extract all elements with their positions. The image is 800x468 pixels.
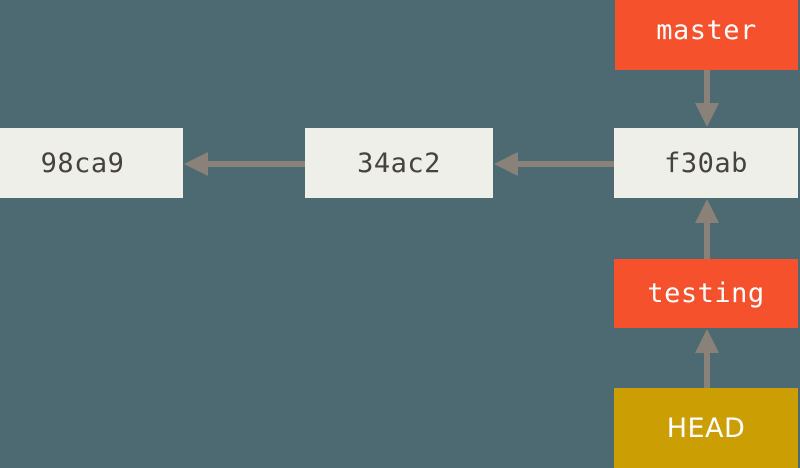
arrow-f30ab-to-34ac2 — [494, 152, 615, 176]
branch-label-testing: testing — [647, 278, 765, 309]
branch-node-master[interactable]: master — [615, 0, 798, 70]
commit-label-f30ab: f30ab — [664, 147, 748, 179]
commit-label-34ac2: 34ac2 — [357, 147, 441, 179]
head-pointer-node[interactable]: HEAD — [614, 388, 798, 468]
commit-node-98ca9[interactable]: 98ca9 — [0, 128, 183, 198]
commit-label-98ca9: 98ca9 — [40, 147, 125, 179]
arrow-master-to-f30ab — [695, 70, 719, 127]
branch-label-master: master — [656, 14, 757, 46]
head-pointer-label: HEAD — [666, 412, 746, 444]
branch-node-testing[interactable]: testing — [614, 259, 798, 328]
commit-node-f30ab[interactable]: f30ab — [614, 128, 798, 198]
arrow-head-to-testing — [695, 329, 719, 389]
arrow-testing-to-f30ab — [695, 199, 719, 260]
commit-node-34ac2[interactable]: 34ac2 — [305, 128, 493, 198]
arrow-34ac2-to-98ca9 — [184, 152, 306, 176]
